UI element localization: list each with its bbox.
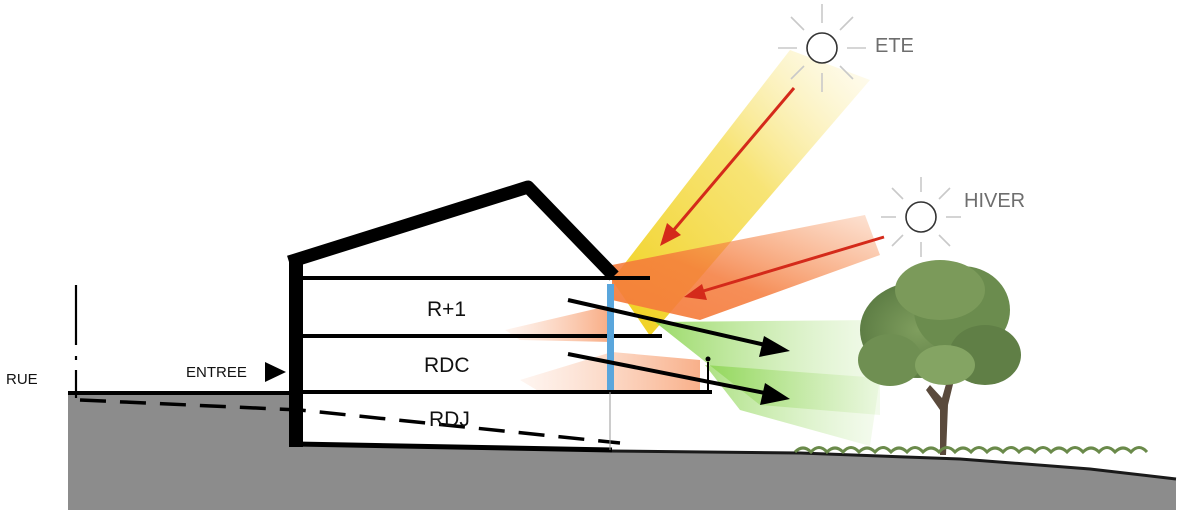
street-label: RUE bbox=[6, 371, 38, 388]
winter-light-cone bbox=[612, 215, 880, 320]
winter-sun-label: HIVER bbox=[964, 190, 1025, 212]
ground-line bbox=[609, 449, 1177, 481]
south-glazing bbox=[607, 284, 614, 390]
entrance-label: ENTREE bbox=[186, 364, 247, 381]
floor-label-rdc: RDC bbox=[424, 354, 470, 377]
sun-icon bbox=[881, 177, 961, 257]
building-base-slab bbox=[295, 441, 613, 453]
ground-vegetation bbox=[793, 446, 1149, 455]
floor-label-rdj: RDJ bbox=[429, 408, 470, 431]
balcony-post-top bbox=[705, 356, 711, 362]
garden-light-beam-lower bbox=[705, 365, 880, 446]
summer-ray-arrow bbox=[660, 87, 796, 246]
tree-icon bbox=[858, 260, 1021, 455]
lower-light-arrow bbox=[567, 352, 790, 405]
summer-sun-label: ETE bbox=[875, 35, 914, 57]
building-roof bbox=[287, 180, 619, 281]
floor-label-r1: R+1 bbox=[427, 298, 466, 321]
interior-light-upper bbox=[505, 305, 612, 342]
triangle-arrow-icon bbox=[265, 362, 286, 382]
winter-ray-arrow bbox=[684, 235, 885, 300]
sun-icon bbox=[778, 4, 866, 92]
upper-light-arrow bbox=[567, 298, 790, 357]
